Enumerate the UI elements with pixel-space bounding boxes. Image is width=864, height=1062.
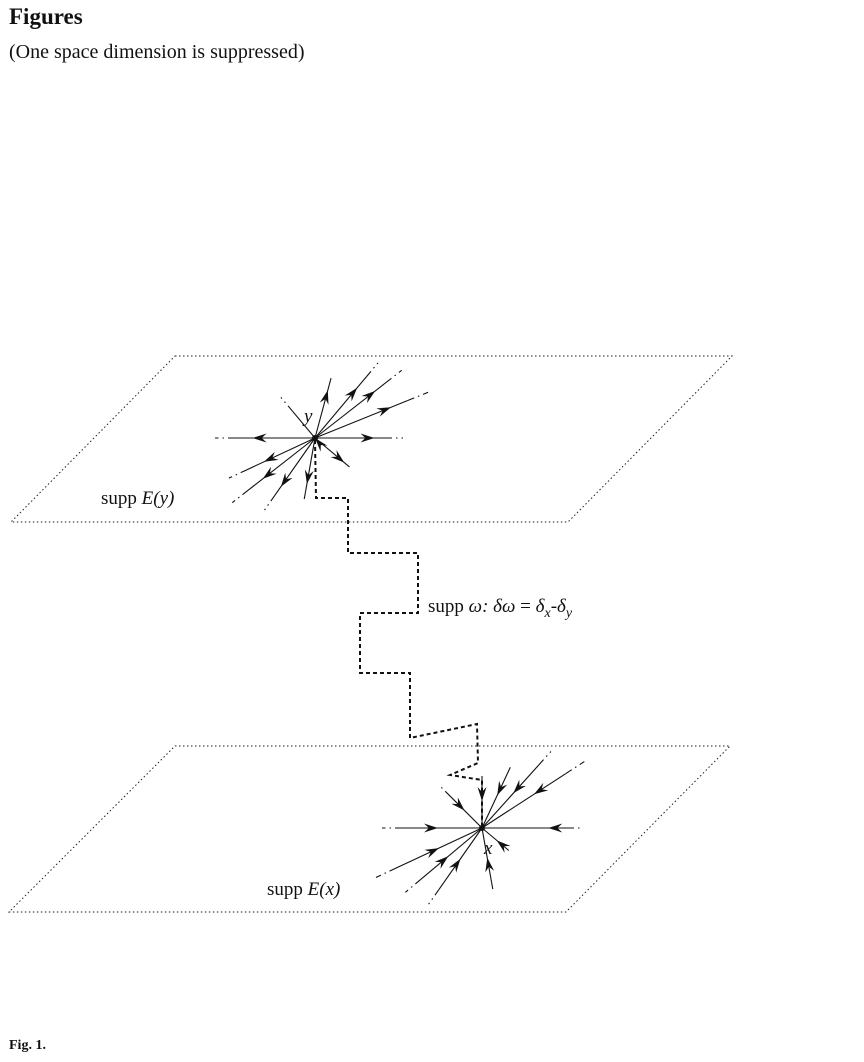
top-field-ray-tail	[328, 375, 333, 386]
bottom-field-ray	[395, 827, 483, 869]
bottom-field-arrowhead	[477, 787, 487, 801]
bottom-field-arrowhead	[534, 782, 549, 795]
top-field-ray-tail	[228, 469, 248, 479]
top-field-ray-tail	[231, 489, 249, 504]
top-field-arrowhead	[361, 390, 376, 404]
bottom-field-ray-tail	[375, 867, 397, 878]
top-field-arrowhead	[252, 433, 267, 443]
top-field-ray-tail	[264, 495, 276, 511]
top-field-ray-tail	[385, 369, 403, 384]
support-prefix-bottom: supp	[267, 879, 308, 900]
bottom-field-ray-tail	[538, 751, 552, 766]
page-title: Figures	[9, 4, 83, 29]
top-field-ray	[314, 400, 408, 439]
support-func-top: E(y)	[141, 488, 175, 509]
top-field-lines	[215, 362, 429, 511]
bottom-plane	[7, 745, 732, 913]
bottom-field-ray-tail	[439, 785, 451, 797]
top-field-ray-tail	[303, 492, 306, 501]
top-field-arrowhead	[330, 450, 345, 463]
top-field-ray-tail	[407, 391, 429, 402]
path-label-delta-x: δ	[536, 596, 546, 617]
bottom-field-arrowhead	[448, 858, 461, 873]
bottom-field-arrowhead	[451, 797, 465, 811]
bottom-field-ray	[449, 795, 483, 829]
omega-path-label: supp ω: δω = δx-δy	[428, 596, 573, 621]
point-y	[312, 435, 318, 441]
bottom-plane-group	[7, 745, 732, 913]
point-x-label: x	[483, 838, 493, 859]
path-label-prefix: supp	[428, 596, 469, 617]
page-subtitle: (One space dimension is suppressed)	[9, 41, 305, 63]
top-field-arrowhead	[360, 433, 375, 443]
top-field-ray	[274, 437, 316, 496]
bottom-field-arrowhead	[496, 840, 511, 853]
support-label-top: supp E(y)	[101, 488, 174, 509]
path-label-delta-y: δ	[557, 596, 567, 617]
bottom-field-ray	[481, 827, 493, 883]
bottom-field-arrowhead	[497, 780, 508, 796]
bottom-field-ray	[481, 827, 510, 851]
support-func-bottom: E(x)	[307, 879, 341, 900]
top-field-arrowhead	[344, 387, 358, 402]
top-field-ray	[304, 437, 316, 493]
point-x	[479, 825, 485, 831]
top-field-ray	[314, 382, 387, 439]
top-field-arrowhead	[262, 466, 277, 479]
bottom-field-ray	[481, 764, 540, 829]
top-field-arrowhead	[319, 390, 329, 405]
support-prefix-top: supp	[101, 488, 142, 509]
bottom-field-ray-tail	[405, 879, 422, 893]
path-label-minus: -	[551, 596, 557, 617]
bottom-field-ray	[420, 827, 483, 880]
bottom-field-arrowhead	[548, 823, 563, 833]
bottom-field-arrowhead	[424, 848, 439, 859]
bottom-field-arrowhead	[485, 857, 495, 873]
top-plane-group	[9, 355, 734, 523]
top-field-ray-tail	[366, 362, 379, 378]
top-field-arrowhead	[304, 469, 314, 484]
bottom-field-ray-tail	[506, 764, 513, 774]
bottom-field-ray	[481, 773, 508, 829]
bottom-field-ray-tail	[491, 882, 494, 893]
top-field-ray	[292, 410, 316, 439]
path-label-sub-y: y	[564, 606, 573, 621]
bottom-field-ray	[481, 773, 567, 829]
bottom-field-ray-tail	[428, 889, 440, 905]
top-field-ray-tail	[280, 397, 293, 412]
figure-caption: Fig. 1.	[9, 1038, 46, 1053]
omega-support-path	[314, 439, 483, 828]
top-field-ray	[246, 437, 316, 471]
bottom-field-arrowhead	[424, 823, 438, 833]
top-field-arrowhead	[315, 438, 328, 452]
bottom-field-arrowhead	[513, 779, 526, 794]
top-field-ray	[314, 376, 367, 439]
top-field-arrowhead	[280, 472, 293, 487]
point-y-label: y	[302, 406, 313, 427]
path-label-sub-x: x	[543, 606, 551, 621]
top-field-arrowhead	[376, 407, 391, 417]
support-label-bottom: supp E(x)	[267, 879, 340, 900]
bottom-field-arrowhead	[434, 856, 449, 869]
bottom-field-lines	[375, 751, 585, 905]
top-field-ray	[247, 437, 316, 491]
top-plane	[9, 355, 734, 523]
bottom-field-ray-tail	[565, 761, 585, 774]
path-label-equals: =	[515, 596, 535, 617]
path-label-omega: ω:	[469, 596, 494, 617]
path-label-delta-omega: δω	[493, 596, 515, 617]
top-field-arrowhead	[264, 451, 279, 462]
top-field-ray	[314, 437, 350, 468]
